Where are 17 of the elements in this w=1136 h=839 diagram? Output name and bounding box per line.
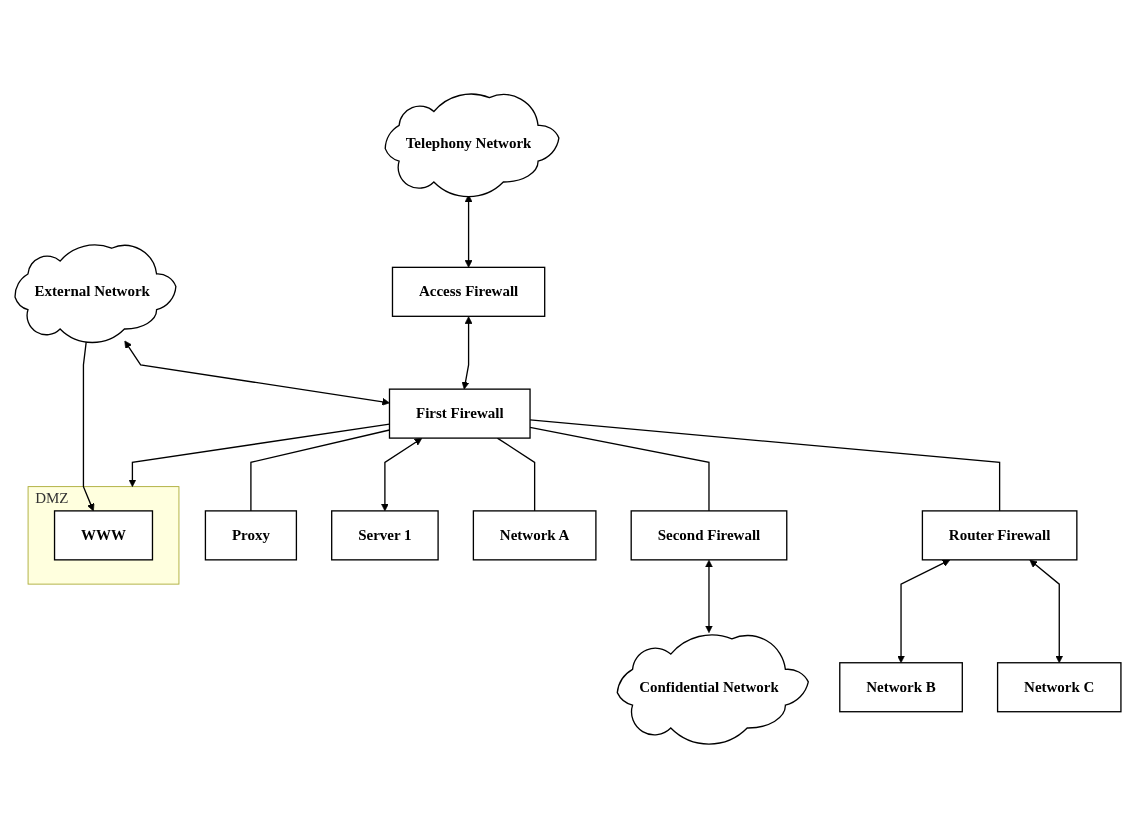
node-box: First Firewall — [388, 388, 531, 440]
node-box: Server 1 — [331, 510, 439, 561]
node-box: Proxy — [204, 510, 298, 561]
node-box: Network B — [839, 662, 963, 713]
node-box: Network A — [472, 510, 597, 561]
node-box: Second Firewall — [630, 510, 788, 561]
arrow — [897, 560, 951, 664]
arrow — [1029, 560, 1064, 664]
arrow — [124, 340, 390, 407]
node-box: Access Firewall — [391, 267, 546, 318]
node-box: Network C — [996, 662, 1122, 713]
node-box: WWW — [53, 510, 154, 561]
arrow — [461, 316, 473, 390]
node-box: Router Firewall — [921, 510, 1078, 561]
arrow — [705, 560, 713, 634]
connector — [496, 437, 536, 512]
arrow — [381, 438, 423, 512]
